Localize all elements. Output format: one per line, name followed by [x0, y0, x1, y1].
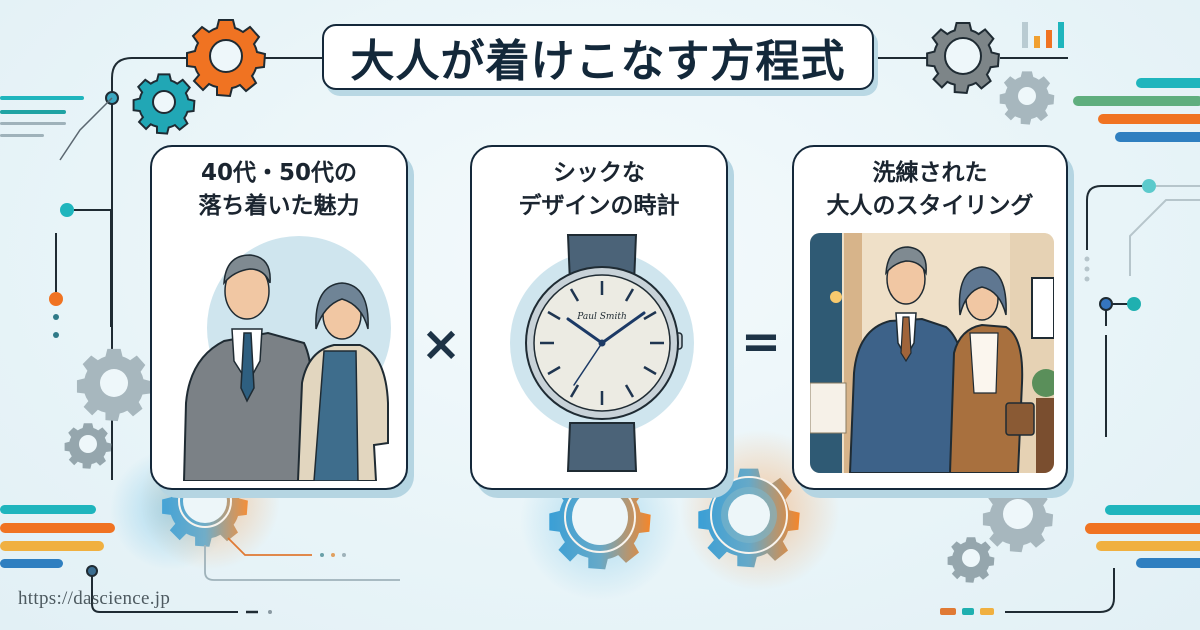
site-url: https://dascience.jp: [18, 588, 171, 609]
card-mature-charm: 40代・50代の 落ち着いた魅力: [150, 145, 408, 490]
card-title-line: 40代・50代の: [200, 160, 357, 186]
card-title-line: デザインの時計: [518, 193, 680, 219]
card-title-line: 大人のスタイリング: [826, 193, 1034, 219]
card-title: 洗練された 大人のスタイリング: [794, 157, 1066, 223]
styled-couple-in-restaurant-illustration: [810, 233, 1054, 473]
card-title-line: 洗練された: [872, 160, 988, 186]
title-banner: 大人が着けこなす方程式: [322, 24, 874, 90]
card-title: シックな デザインの時計: [472, 157, 726, 223]
multiply-operator: ×: [420, 316, 462, 372]
equals-operator: =: [740, 314, 782, 370]
middle-aged-couple-illustration: [182, 236, 391, 481]
bar-chart-icon: [1022, 22, 1064, 48]
card-title: 40代・50代の 落ち着いた魅力: [152, 157, 406, 223]
card-title-line: シックな: [553, 160, 645, 186]
card-title-line: 落ち着いた魅力: [198, 193, 360, 219]
card-refined-styling: 洗練された 大人のスタイリング: [792, 145, 1068, 490]
card-chic-watch: シックな デザインの時計 Paul Smith: [470, 145, 728, 490]
watch-brand-text: Paul Smith: [576, 312, 627, 322]
page-title: 大人が着けこなす方程式: [350, 36, 846, 87]
wristwatch-illustration: Paul Smith: [510, 234, 694, 472]
